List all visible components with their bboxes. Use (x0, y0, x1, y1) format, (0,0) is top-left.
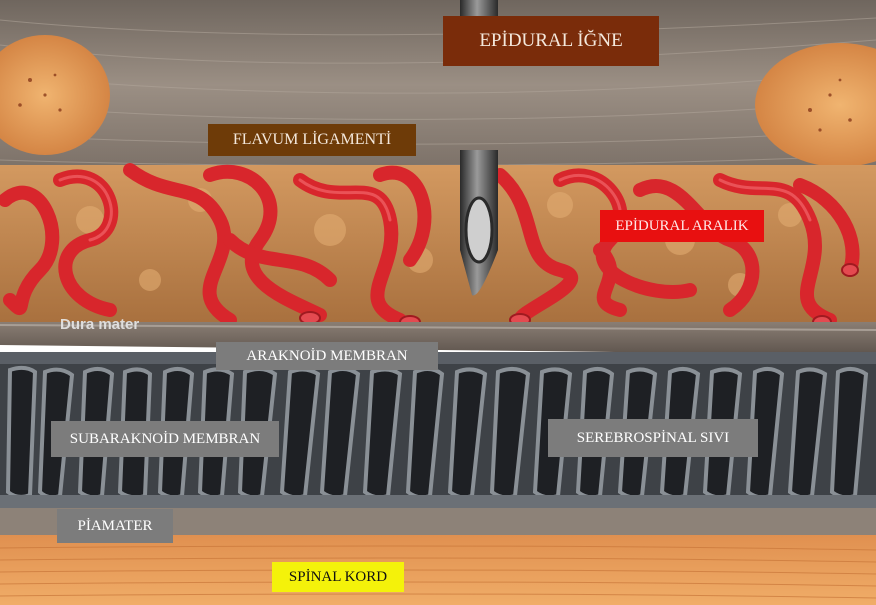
pia-mater-label: PİAMATER (57, 509, 173, 543)
arachnoid-membrane-label: ARAKNOİD MEMBRAN (216, 342, 438, 370)
cerebrospinal-fluid-label: SEREBROSPİNAL SIVI (548, 419, 758, 457)
spinal-cord-label: SPİNAL KORD (272, 562, 404, 592)
dura-mater-label: Dura mater (60, 316, 139, 333)
ligamentum-flavum-label: FLAVUM LİGAMENTİ (208, 124, 416, 156)
epidural-needle-label: EPİDURAL İĞNE (443, 16, 659, 66)
subarachnoid-membrane-label: SUBARAKNOİD MEMBRAN (51, 421, 279, 457)
epidural-space-label: EPİDURAL ARALIK (600, 210, 764, 242)
